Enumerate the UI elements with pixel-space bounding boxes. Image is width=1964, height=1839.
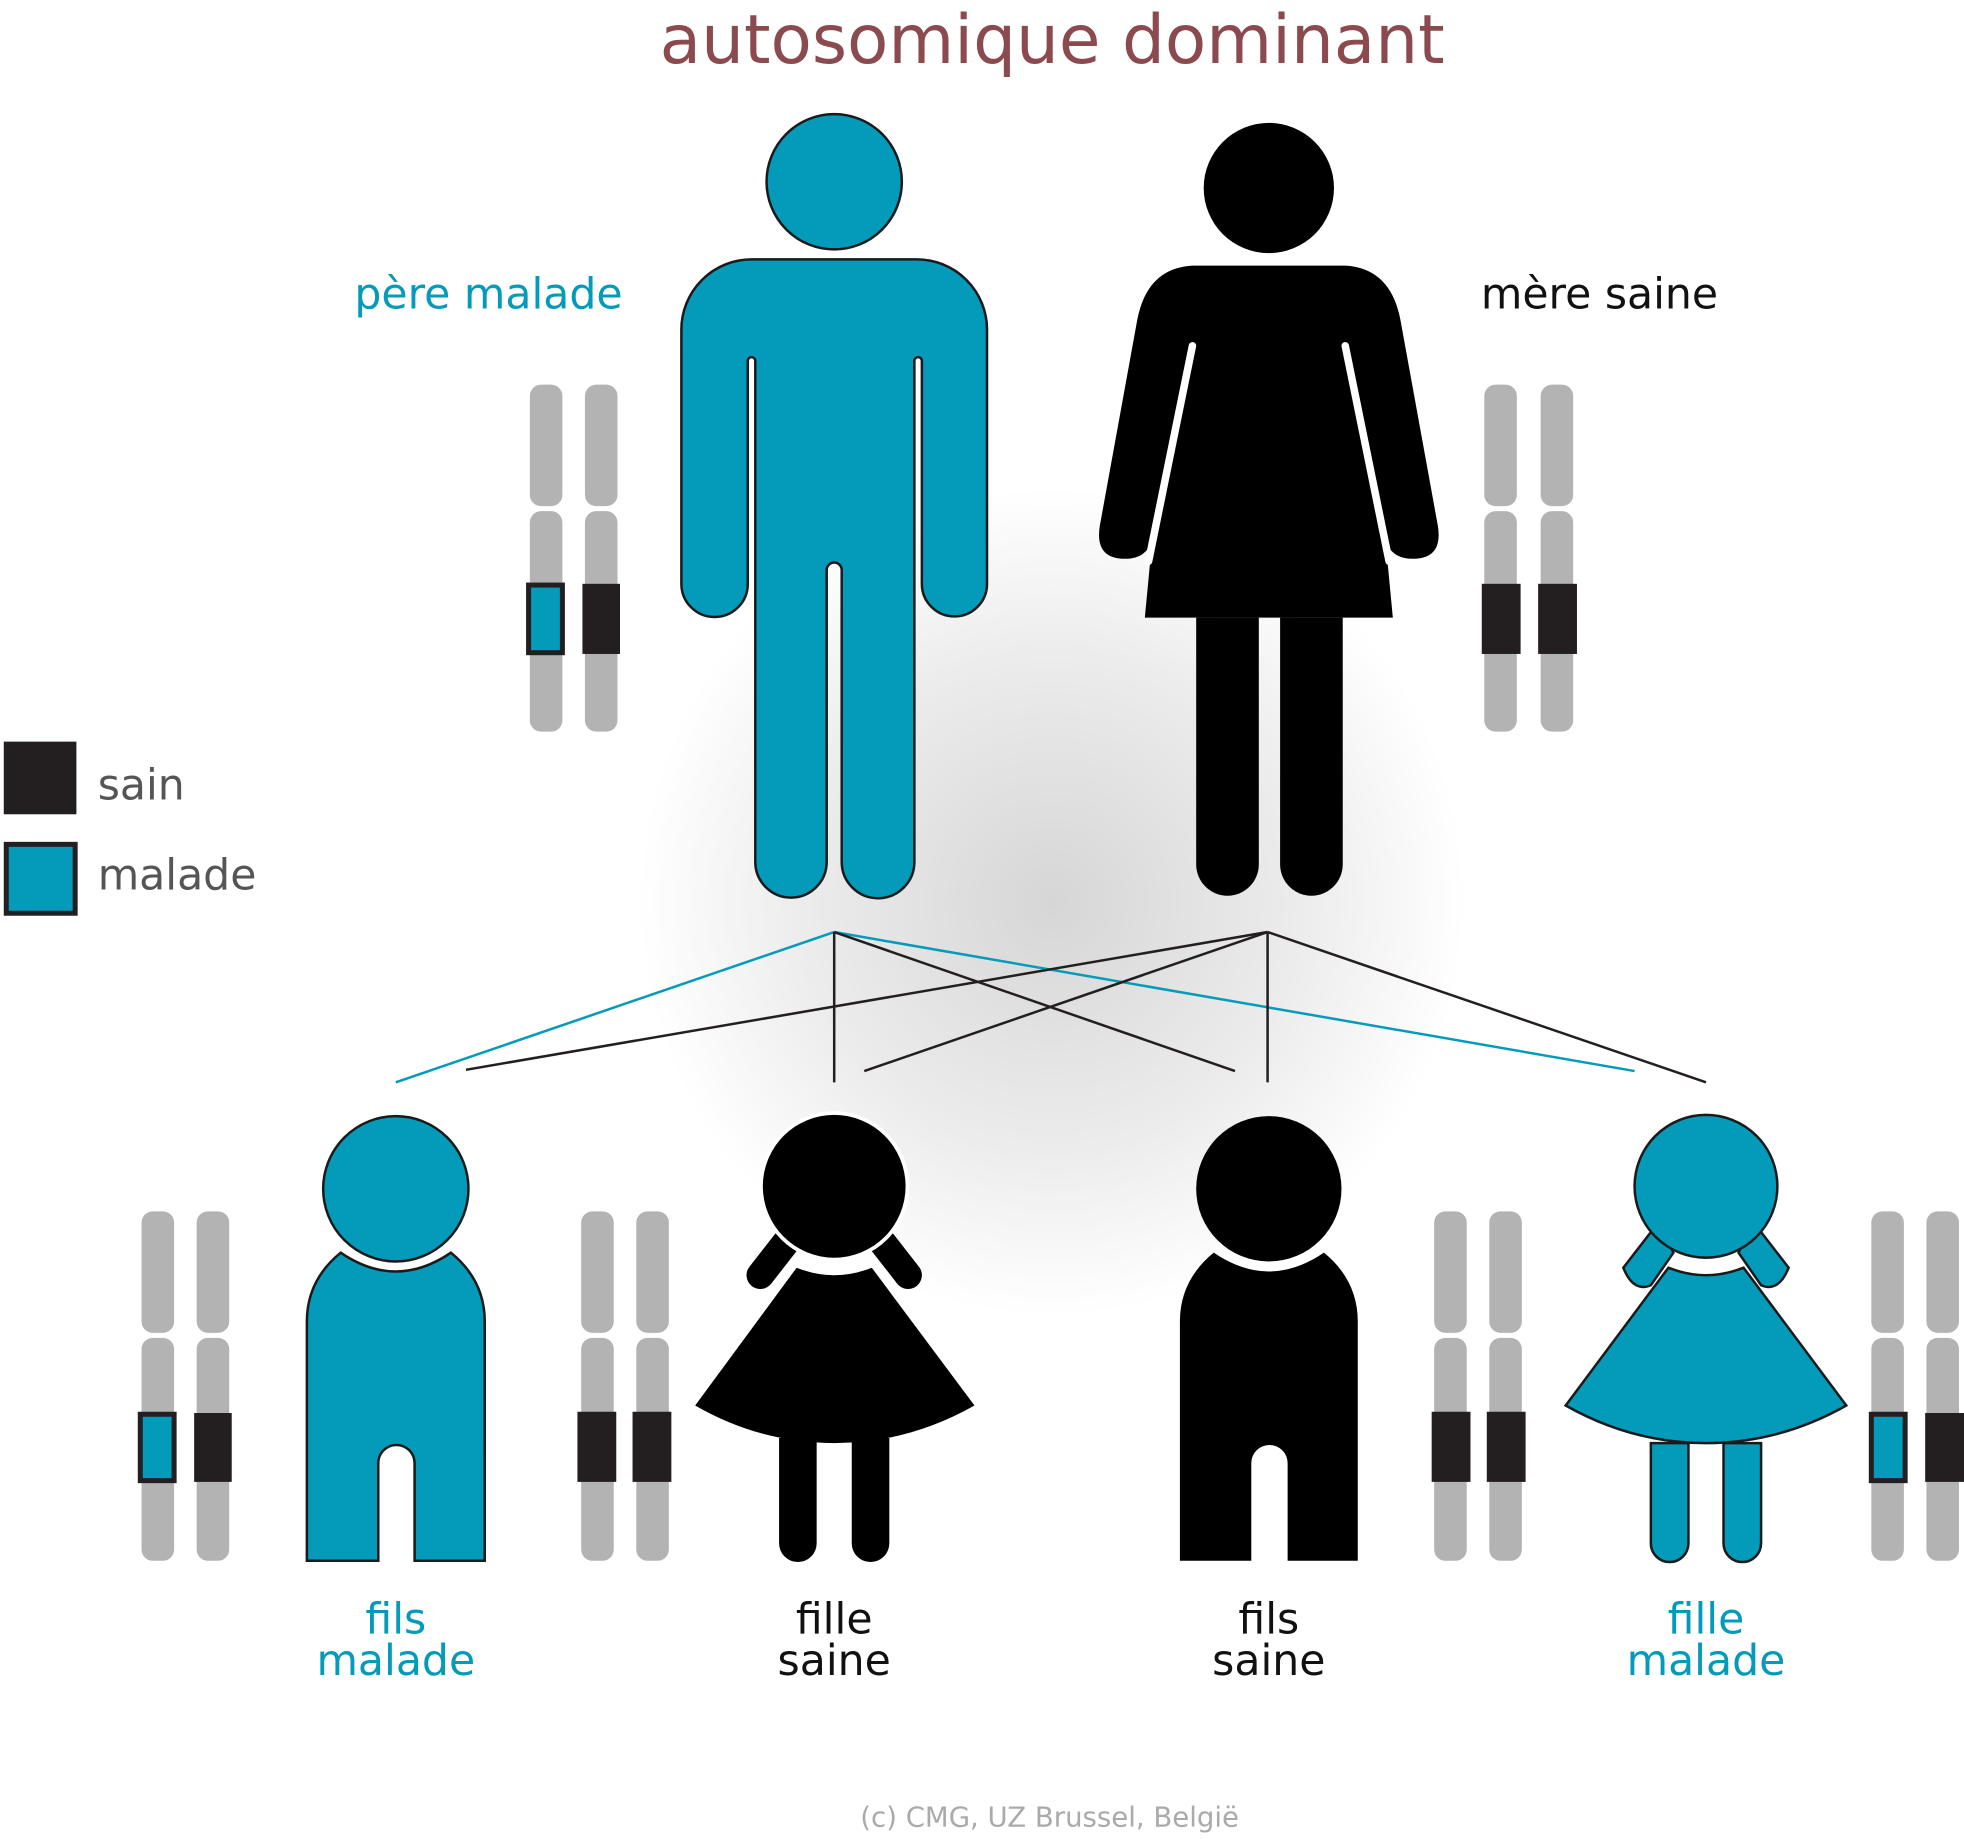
allele-healthy xyxy=(1538,583,1577,654)
father-body xyxy=(680,258,989,900)
legend: sain malade xyxy=(3,741,257,916)
legend-swatch-healthy xyxy=(3,741,77,815)
allele-affected xyxy=(526,582,565,656)
child2-label-line1: fille xyxy=(796,1594,873,1644)
mother-chromosomes xyxy=(1481,384,1577,732)
child-daughter-healthy xyxy=(695,1111,975,1563)
mother-head xyxy=(1203,122,1334,254)
allele-healthy xyxy=(582,583,621,654)
child4-label-line2: malade xyxy=(1627,1636,1786,1686)
mother-figure xyxy=(1099,122,1439,896)
child2-chromosomes xyxy=(577,1211,672,1561)
child3-label-line1: fils xyxy=(1238,1594,1299,1644)
child3-label-line2: saine xyxy=(1212,1636,1325,1686)
child4-label-line1: fille xyxy=(1668,1594,1745,1644)
mother-dress xyxy=(1099,265,1439,618)
allele-healthy xyxy=(1481,583,1521,654)
child1-label-line1: fils xyxy=(365,1594,426,1644)
inheritance-lines xyxy=(395,930,1707,1084)
child3-chromosomes xyxy=(1431,1211,1526,1561)
child1-label-line2: malade xyxy=(316,1636,475,1686)
child1-chromosomes xyxy=(137,1211,232,1561)
legend-label-affected: malade xyxy=(98,850,257,900)
diagram-title: autosomique dominant xyxy=(660,0,1445,79)
child-son-healthy xyxy=(1179,1116,1358,1561)
child4-chromosomes xyxy=(1868,1211,1964,1561)
child2-label-line2: saine xyxy=(778,1636,891,1686)
legend-label-healthy: sain xyxy=(98,760,185,810)
father-head xyxy=(765,112,904,251)
father-chromosomes xyxy=(526,384,621,732)
father-label: père malade xyxy=(354,269,622,319)
father-figure xyxy=(680,112,989,900)
child-daughter-affected xyxy=(1563,1113,1849,1564)
legend-swatch-affected xyxy=(3,841,78,916)
mother-legs xyxy=(1196,617,1343,896)
mother-label: mère saine xyxy=(1481,269,1718,319)
child-son-affected xyxy=(305,1114,486,1563)
copyright: (c) CMG, UZ Brussel, België xyxy=(860,1801,1239,1833)
